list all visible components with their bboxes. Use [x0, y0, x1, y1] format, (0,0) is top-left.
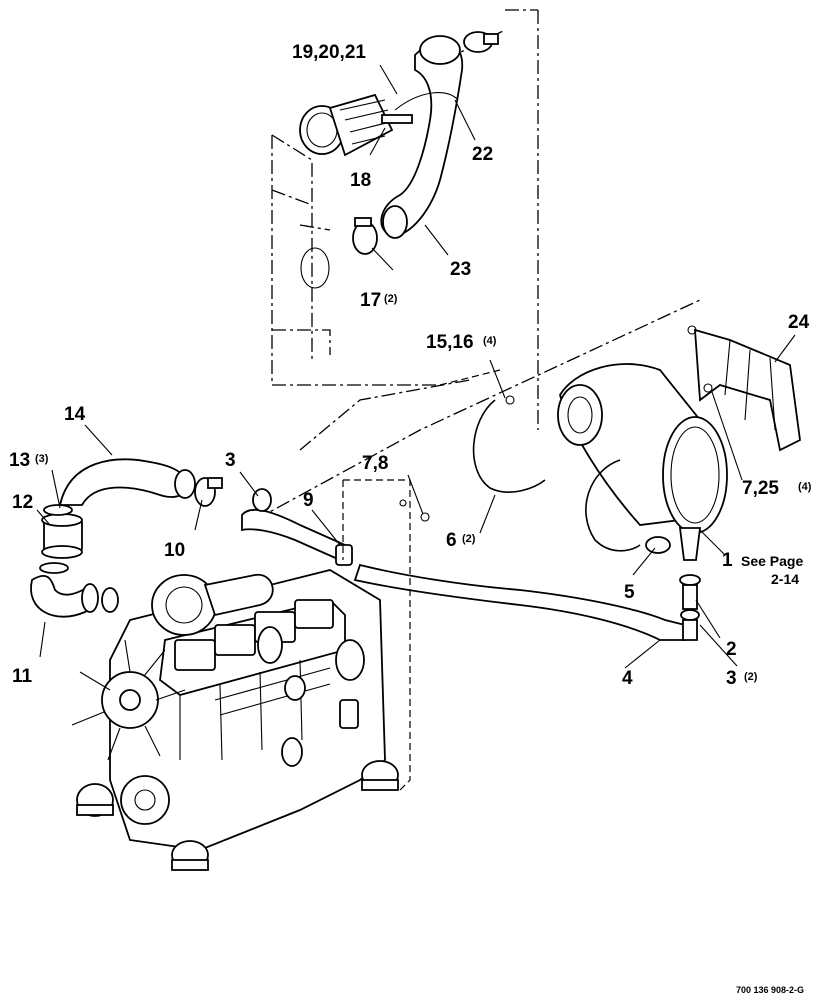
callout-7-25: 7,25: [742, 478, 779, 499]
pre-cleaner-housing: [299, 93, 413, 157]
engine-mounts: [76, 760, 399, 871]
callout-17-qty: (2): [384, 293, 398, 305]
support-plate: [342, 479, 430, 791]
see-page-line2: 2-14: [771, 571, 799, 587]
callout-7-8: 7,8: [362, 453, 388, 474]
callout-6: 6: [446, 530, 457, 551]
callout-13: 13: [9, 450, 30, 471]
intake-hose-14: [58, 458, 196, 506]
engine-block: [109, 569, 386, 851]
coupling-12: [41, 513, 83, 559]
clamp-lower-17: [352, 217, 378, 255]
callout-15-16-qty: (4): [483, 335, 497, 347]
callout-10: 10: [164, 540, 185, 561]
mounting-bracket: [687, 325, 801, 452]
see-page-line1: See Page: [741, 553, 803, 569]
callout-14: 14: [64, 404, 86, 425]
callout-3-lower-qty: (2): [744, 671, 758, 683]
callout-3-lower: 3: [726, 668, 737, 689]
engine-fan: [71, 639, 186, 761]
callout-6-qty: (2): [462, 533, 476, 545]
callout-5: 5: [624, 582, 635, 603]
tube-4: [353, 563, 686, 641]
callout-9: 9: [303, 490, 314, 511]
hose-9: [241, 508, 353, 566]
air-cleaner-canister: [557, 363, 728, 561]
drawing-number: 700 136 908-2-G: [736, 985, 804, 995]
upper-intake-tube: [380, 35, 463, 239]
pulley: [120, 775, 170, 825]
mounting-straps-6: [472, 395, 641, 552]
callout-19-20-21: 19,20,21: [292, 42, 366, 63]
clamp-10: [194, 477, 223, 507]
callout-3-upper: 3: [225, 450, 236, 471]
callout-15-16: 15,16: [426, 332, 474, 353]
callout-11: 11: [12, 666, 33, 687]
callout-23: 23: [450, 259, 471, 280]
fittings-2-3-5: [645, 536, 701, 641]
callout-17: 17: [360, 290, 381, 311]
callout-1: 1: [722, 550, 733, 571]
callout-18: 18: [350, 170, 371, 191]
elbow-hose-11: [30, 575, 99, 618]
leader-lines: [36, 64, 796, 669]
clamp-upper: [463, 31, 499, 53]
strap-22: [394, 92, 459, 111]
callout-24: 24: [788, 312, 810, 333]
clamps-13: [39, 504, 119, 613]
callout-22: 22: [472, 144, 493, 165]
callout-4: 4: [622, 668, 633, 689]
callout-12: 12: [12, 492, 33, 513]
callout-13-qty: (3): [35, 453, 49, 465]
callout-labels: 19,20,21 22 18 23 17 (2) 24 15,16 (4) 14…: [9, 42, 812, 995]
callout-2: 2: [726, 639, 737, 660]
callout-7-25-qty: (4): [798, 481, 812, 493]
